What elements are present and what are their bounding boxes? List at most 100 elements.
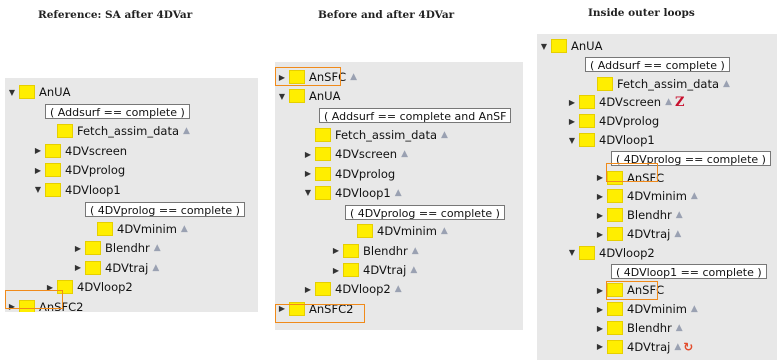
tree-node-blendhr[interactable]: ▶Blendhr▲ (595, 206, 683, 224)
tree-panel-left: ▼ AnUA ( Addsurf == complete ) Fetch_assim_… (5, 78, 258, 312)
expand-right-icon[interactable]: ▶ (304, 149, 312, 159)
task-box-icon (45, 163, 61, 177)
task-box-icon (597, 76, 613, 91)
expand-down-icon[interactable]: ▼ (540, 41, 548, 51)
expand-right-icon[interactable]: ▶ (596, 285, 604, 295)
expand-right-icon[interactable]: ▶ (568, 97, 576, 107)
tree-node-4dvloop2[interactable]: ▼ 4DVloop2 (567, 244, 655, 262)
expand-right-icon[interactable]: ▶ (596, 323, 604, 333)
expand-right-icon[interactable]: ▶ (74, 263, 82, 272)
expand-down-icon[interactable]: ▼ (34, 185, 42, 194)
tree-node-anua[interactable]: ▼ AnUA (539, 37, 602, 55)
tree-node-blendhr[interactable]: ▶Blendhr▲ (331, 242, 419, 260)
tree-node-4dvtraj[interactable]: ▶4DVtraj▲ (595, 225, 681, 243)
expand-right-icon[interactable]: ▶ (332, 265, 340, 275)
tree-node-ansfc2[interactable]: ▶AnSFC2 (277, 300, 353, 318)
expand-right-icon[interactable]: ▶ (34, 165, 42, 175)
tree-node-4dvscreen[interactable]: ▶ 4DVscreen▲Z (567, 93, 685, 111)
tree-node-4dvprolog[interactable]: ▶4DVprolog (567, 112, 659, 130)
expand-down-icon[interactable]: ▼ (278, 91, 286, 101)
tree-node-ansfc[interactable]: ▶AnSFC▲ (277, 68, 357, 86)
tree-node-4dvloop2[interactable]: ▶ 4DVloop2▲ (303, 280, 402, 298)
task-box-icon (45, 143, 61, 158)
task-box-icon (607, 302, 623, 317)
tree-node-anua[interactable]: ▼ AnUA (7, 83, 70, 101)
tree-node-fetch_assim_data[interactable]: Fetch_assim_data▲ (303, 126, 448, 144)
tree-node-label: Blendhr (363, 243, 408, 258)
expand-right-icon[interactable]: ▶ (34, 146, 42, 155)
expand-right-icon[interactable]: ▶ (46, 282, 54, 292)
expand-right-icon[interactable]: ▶ (596, 173, 604, 183)
tree-node-label: 4DVloop2 (335, 282, 391, 297)
tree-node-label: 4DVminim (117, 221, 177, 236)
expand-right-icon[interactable]: ▶ (332, 246, 340, 256)
expand-down-icon[interactable]: ▼ (304, 188, 312, 198)
tree-node-4dvminim[interactable]: ▶4DVminim▲ (595, 300, 698, 318)
expand-right-icon[interactable]: ▶ (596, 304, 604, 314)
tree-node-4dvprolog[interactable]: ▶4DVprolog (303, 165, 395, 183)
z-icon: Z (675, 94, 685, 110)
tree-node-4dvloop1[interactable]: ▼4DVloop1▲ (303, 184, 402, 202)
task-box-icon (579, 114, 595, 129)
expand-right-icon[interactable]: ▶ (304, 169, 312, 178)
expand-right-icon[interactable]: ▶ (8, 302, 16, 311)
tree-node-label: 4DVscreen (599, 95, 662, 110)
trigger-icon: ▲ (394, 284, 402, 295)
expand-down-icon[interactable]: ▼ (8, 87, 16, 97)
tree-node-4dvloop1[interactable]: ▼4DVloop1 (33, 181, 121, 199)
expand-right-icon[interactable]: ▶ (304, 284, 312, 294)
condition-text: ( Addsurf == complete ) (45, 104, 190, 119)
trigger-icon: ▲ (394, 187, 402, 198)
tree-node-4dvscreen[interactable]: ▶4DVscreen (33, 142, 127, 160)
tree-node-fetch_assim_data[interactable]: Fetch_assim_data▲ (45, 122, 190, 140)
expand-right-icon[interactable]: ▶ (278, 304, 286, 314)
task-box-icon (343, 263, 359, 277)
tree-node-4dvloop2[interactable]: ▶4DVloop2 (45, 278, 133, 296)
task-box-icon (57, 280, 73, 294)
expand-right-icon[interactable]: ▶ (596, 191, 604, 201)
condition-label: ( Addsurf == complete and AnSF (319, 107, 512, 125)
tree-node-label: 4DVtraj (105, 260, 149, 275)
expand-right-icon[interactable]: ▶ (74, 243, 82, 253)
tree-node-ansfc[interactable]: ▶ AnSFC (595, 281, 664, 299)
tree-node-4dvprolog[interactable]: ▶ 4DVprolog (33, 161, 125, 179)
trigger-icon: ▲ (350, 72, 358, 82)
tree-node-ansfc[interactable]: ▶AnSFC (595, 169, 664, 187)
expand-down-icon[interactable]: ▼ (568, 135, 576, 145)
tree-node-4dvtraj[interactable]: ▶4DVtraj▲ (331, 261, 417, 279)
tree-node-label: 4DVloop2 (599, 245, 655, 260)
expand-down-icon[interactable]: ▼ (568, 248, 576, 258)
tree-node-label: AnUA (571, 39, 603, 53)
tree-node-blendhr[interactable]: ▶Blendhr▲ (595, 319, 683, 337)
task-box-icon (289, 301, 305, 316)
tree-node-4dvminim[interactable]: ▶4DVminim▲ (595, 187, 698, 205)
condition-label: ( Addsurf == complete ) (45, 103, 190, 121)
tree-node-4dvtraj[interactable]: ▶4DVtraj▲↻ (595, 338, 693, 356)
task-box-icon (315, 282, 331, 297)
trigger-icon: ▲ (665, 97, 672, 108)
tree-node-label: 4DVloop1 (599, 133, 655, 147)
expand-right-icon[interactable]: ▶ (596, 342, 604, 352)
task-box-icon (607, 208, 623, 223)
expand-right-icon[interactable]: ▶ (568, 116, 576, 126)
expand-right-icon[interactable]: ▶ (596, 210, 604, 220)
tree-node-label: 4DVprolog (65, 163, 126, 177)
tree-node-4dvtraj[interactable]: ▶4DVtraj▲ (73, 259, 159, 277)
task-box-icon (289, 89, 305, 104)
title-right: Inside outer loops (588, 7, 695, 19)
tree-node-anua[interactable]: ▼AnUA (277, 87, 340, 105)
tree-node-blendhr[interactable]: ▶Blendhr▲ (73, 239, 161, 257)
task-box-icon (315, 147, 331, 162)
tree-node-ansfc2[interactable]: ▶AnSFC2 (7, 298, 83, 312)
tree-node-4dvscreen[interactable]: ▶4DVscreen▲ (303, 145, 408, 163)
expand-right-icon[interactable]: ▶ (278, 72, 286, 82)
tree-node-label: AnSFC (627, 283, 665, 298)
tree-node-label: AnUA (39, 85, 71, 99)
task-box-icon (607, 227, 623, 241)
expand-right-icon[interactable]: ▶ (596, 229, 604, 239)
tree-node-4dvloop1[interactable]: ▼ 4DVloop1 (567, 131, 655, 149)
task-box-icon (579, 95, 595, 110)
tree-node-fetch_assim_data[interactable]: Fetch_assim_data▲ (585, 75, 730, 93)
tree-node-4dvminim[interactable]: 4DVminim▲ (85, 220, 188, 238)
tree-node-4dvminim[interactable]: 4DVminim▲ (345, 222, 448, 240)
